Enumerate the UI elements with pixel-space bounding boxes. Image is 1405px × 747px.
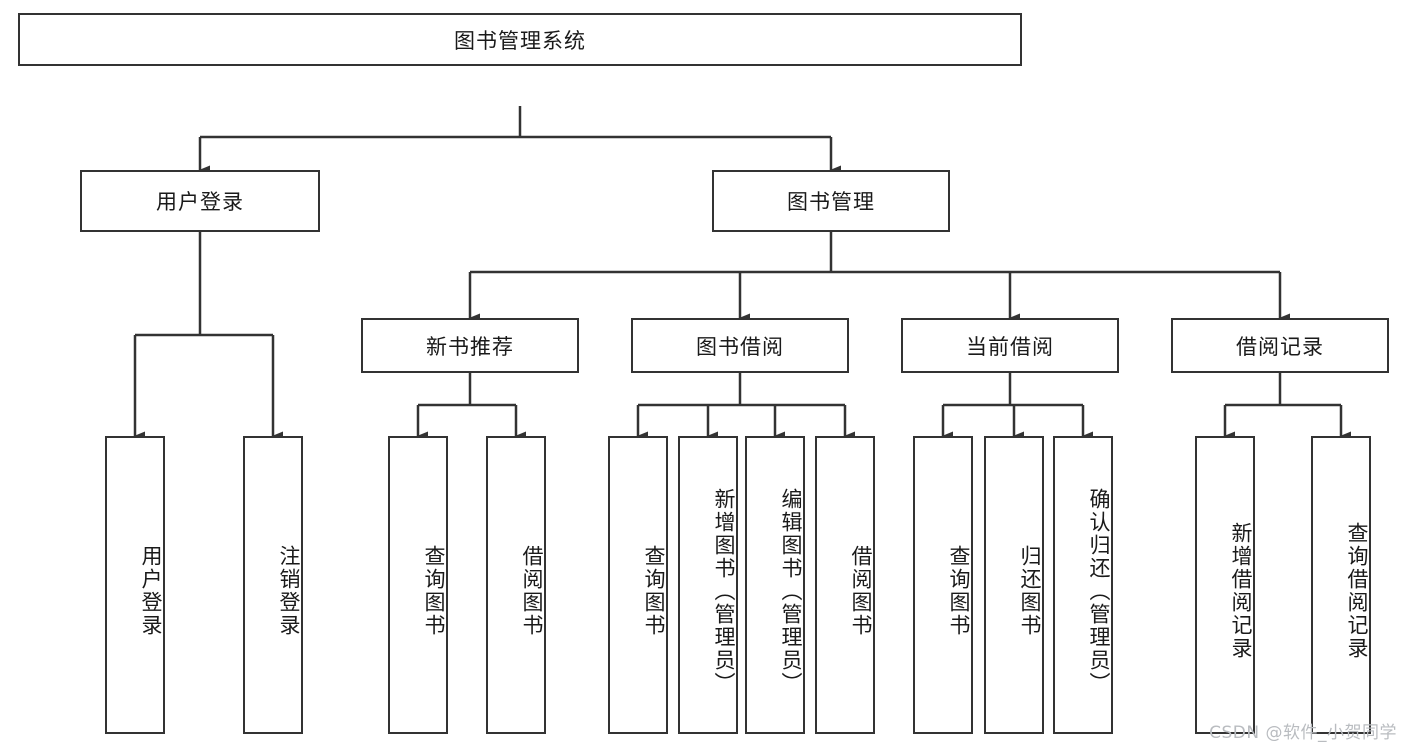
node-user-login: 用户登录 — [80, 170, 320, 232]
node-label: 图书管理系统 — [454, 28, 586, 53]
node-leaf-user-login: 用户登录 — [105, 436, 165, 734]
node-label: 注销登录 — [277, 545, 301, 637]
node-leaf-return-book: 归还图书 — [984, 436, 1044, 734]
node-leaf-confirm-return: 确认归还（管理员） — [1053, 436, 1113, 734]
node-label: 查询图书 — [947, 545, 971, 637]
node-label: 确认归还（管理员） — [1087, 487, 1111, 695]
node-book-manage: 图书管理 — [712, 170, 950, 232]
node-leaf-query-book-rec: 查询图书 — [388, 436, 448, 734]
node-book-borrow: 图书借阅 — [631, 318, 849, 373]
node-leaf-borrow-book-rec: 借阅图书 — [486, 436, 546, 734]
node-leaf-query-book-current: 查询图书 — [913, 436, 973, 734]
node-leaf-add-book: 新增图书（管理员） — [678, 436, 738, 734]
node-leaf-borrow-book: 借阅图书 — [815, 436, 875, 734]
node-leaf-add-record: 新增借阅记录 — [1195, 436, 1255, 734]
node-borrow-record: 借阅记录 — [1171, 318, 1389, 373]
node-label: 新书推荐 — [426, 334, 514, 359]
edge-layer — [133, 106, 1351, 441]
node-label: 查询借阅记录 — [1345, 522, 1369, 660]
node-label: 借阅图书 — [520, 545, 544, 637]
node-label: 归还图书 — [1018, 545, 1042, 637]
node-new-book-rec: 新书推荐 — [361, 318, 579, 373]
node-label: 用户登录 — [156, 190, 244, 214]
node-label: 图书管理 — [787, 190, 875, 214]
node-leaf-edit-book: 编辑图书（管理员） — [745, 436, 805, 734]
node-label: 查询图书 — [642, 545, 666, 637]
node-label: 借阅记录 — [1236, 334, 1324, 359]
node-label: 当前借阅 — [966, 334, 1054, 359]
node-label: 借阅图书 — [849, 545, 873, 637]
node-leaf-query-record: 查询借阅记录 — [1311, 436, 1371, 734]
node-leaf-logout: 注销登录 — [243, 436, 303, 734]
node-label: 用户登录 — [139, 545, 163, 637]
node-label: 新增图书（管理员） — [712, 487, 736, 695]
node-root: 图书管理系统 — [18, 13, 1022, 66]
node-label: 新增借阅记录 — [1229, 522, 1253, 660]
node-current-borrow: 当前借阅 — [901, 318, 1119, 373]
node-leaf-query-book-borrow: 查询图书 — [608, 436, 668, 734]
node-label: 图书借阅 — [696, 334, 784, 359]
node-label: 编辑图书（管理员） — [779, 487, 803, 695]
node-label: 查询图书 — [422, 545, 446, 637]
